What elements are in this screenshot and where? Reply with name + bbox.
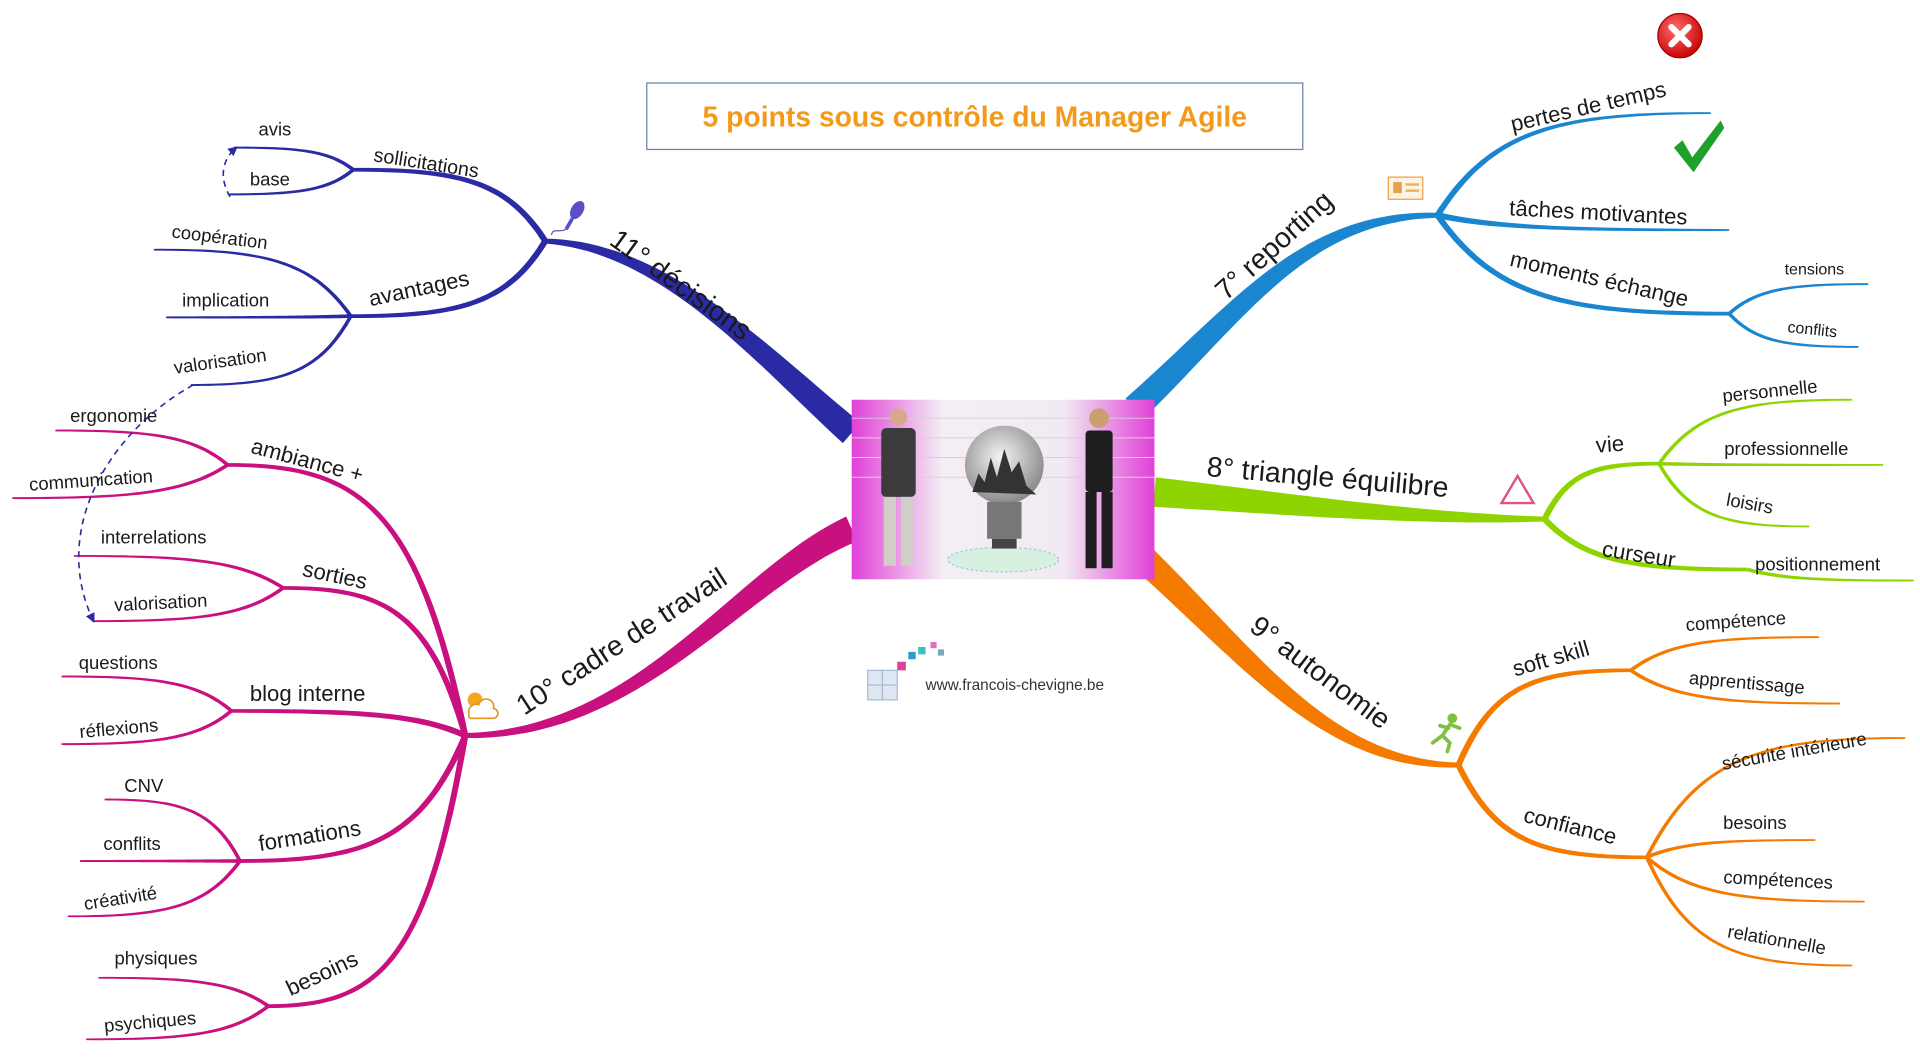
website-url[interactable]: www.francois-chevigne.be (925, 677, 1104, 694)
leaf-professionnelle[interactable]: professionnelle (1724, 438, 1848, 459)
leaf-implication[interactable]: implication (182, 289, 269, 310)
link-implication (166, 314, 351, 319)
node-curseur[interactable]: curseur (1600, 536, 1677, 572)
branch-triangle (1153, 477, 1545, 523)
red-x-icon (1657, 12, 1703, 59)
leaf-securite-interieure[interactable]: sécurité intérieure (1720, 728, 1868, 774)
man-figure (881, 408, 916, 566)
branch-label-decisions[interactable]: 11° décisions (604, 223, 758, 347)
sun-cloud-icon (467, 692, 499, 720)
title-box: 5 points sous contrôle du Manager Agile (646, 82, 1304, 151)
cubes-logo-icon (867, 642, 944, 701)
link-vie (1541, 461, 1660, 521)
node-vie[interactable]: vie (1595, 431, 1625, 458)
link-sollicitations (353, 167, 548, 243)
green-check-icon (1673, 120, 1725, 173)
node-moments-echange[interactable]: moments échange (1508, 246, 1691, 311)
link-positionnement (1747, 567, 1914, 582)
leaf-tensions[interactable]: tensions (1785, 261, 1845, 278)
node-pertes-de-temps[interactable]: pertes de temps (1508, 76, 1668, 136)
node-ambiance[interactable]: ambiance + (249, 433, 367, 487)
leaf-cooperation[interactable]: coopération (171, 221, 269, 254)
branch-autonomie (1135, 549, 1459, 768)
link-avis (233, 146, 355, 172)
leaf-competences[interactable]: compétences (1723, 866, 1834, 893)
leaf-questions[interactable]: questions (79, 652, 158, 673)
map-title: 5 points sous contrôle du Manager Agile (703, 101, 1247, 133)
branch-lines (12, 112, 1914, 1041)
leaf-apprentissage[interactable]: apprentissage (1688, 667, 1805, 698)
link-professionnelle (1659, 461, 1884, 467)
leaf-creativite[interactable]: créativité (82, 882, 158, 914)
node-taches-motivantes[interactable]: tâches motivantes (1509, 195, 1688, 229)
node-blog-interne[interactable]: blog interne (250, 681, 366, 706)
leaf-communication[interactable]: communication (28, 465, 153, 495)
leaf-valorisation-cadre[interactable]: valorisation (114, 589, 208, 615)
central-image (851, 399, 1155, 580)
leaf-cnv[interactable]: CNV (124, 775, 164, 796)
branch-cadre (465, 516, 858, 738)
link-ergonomie (55, 429, 229, 467)
link-competence (1629, 636, 1820, 672)
link-blog (231, 709, 467, 739)
woman-figure (1085, 408, 1113, 569)
website-logo: www.francois-chevigne.be (867, 642, 1104, 701)
leaf-conflits-reporting[interactable]: conflits (1787, 319, 1838, 341)
leaf-conflits-cadre[interactable]: conflits (103, 833, 160, 854)
link-soft-skill (1455, 668, 1631, 767)
node-sollicitations[interactable]: sollicitations (372, 144, 480, 182)
branch-decisions (545, 238, 861, 444)
id-card-icon (1387, 176, 1424, 200)
leaf-competence[interactable]: compétence (1685, 607, 1787, 635)
running-person-icon (1430, 713, 1462, 754)
relationship-arrow-valorisation (77, 384, 194, 623)
microphone-icon (550, 201, 585, 236)
link-besoins-autonomie (1646, 839, 1816, 860)
link-questions (61, 675, 233, 713)
leaf-positionnement[interactable]: positionnement (1755, 554, 1880, 575)
link-physiques (98, 976, 270, 1008)
leaf-base[interactable]: base (250, 169, 290, 190)
link-besoins (268, 735, 469, 1008)
link-interrelations (73, 554, 285, 590)
leaf-avis[interactable]: avis (258, 118, 291, 139)
link-tensions (1728, 283, 1869, 315)
branch-reporting (1125, 212, 1438, 419)
leaf-psychiques[interactable]: psychiques (103, 1007, 197, 1036)
leaf-besoins-autonomie[interactable]: besoins (1723, 812, 1787, 833)
triangle-icon (1499, 473, 1536, 505)
link-taches (1436, 212, 1730, 232)
relationship-arrow-base-avis (222, 146, 238, 198)
link-base (227, 168, 355, 196)
leaf-reflexions[interactable]: réflexions (79, 714, 159, 742)
leaf-loisirs[interactable]: loisirs (1725, 489, 1775, 518)
leaf-physiques[interactable]: physiques (114, 947, 197, 968)
link-conflits-cadre (80, 859, 240, 863)
node-avantages[interactable]: avantages (366, 265, 471, 311)
leaf-valorisation[interactable]: valorisation (172, 344, 267, 378)
leaf-ergonomie[interactable]: ergonomie (70, 405, 157, 426)
leaf-interrelations[interactable]: interrelations (101, 527, 207, 548)
